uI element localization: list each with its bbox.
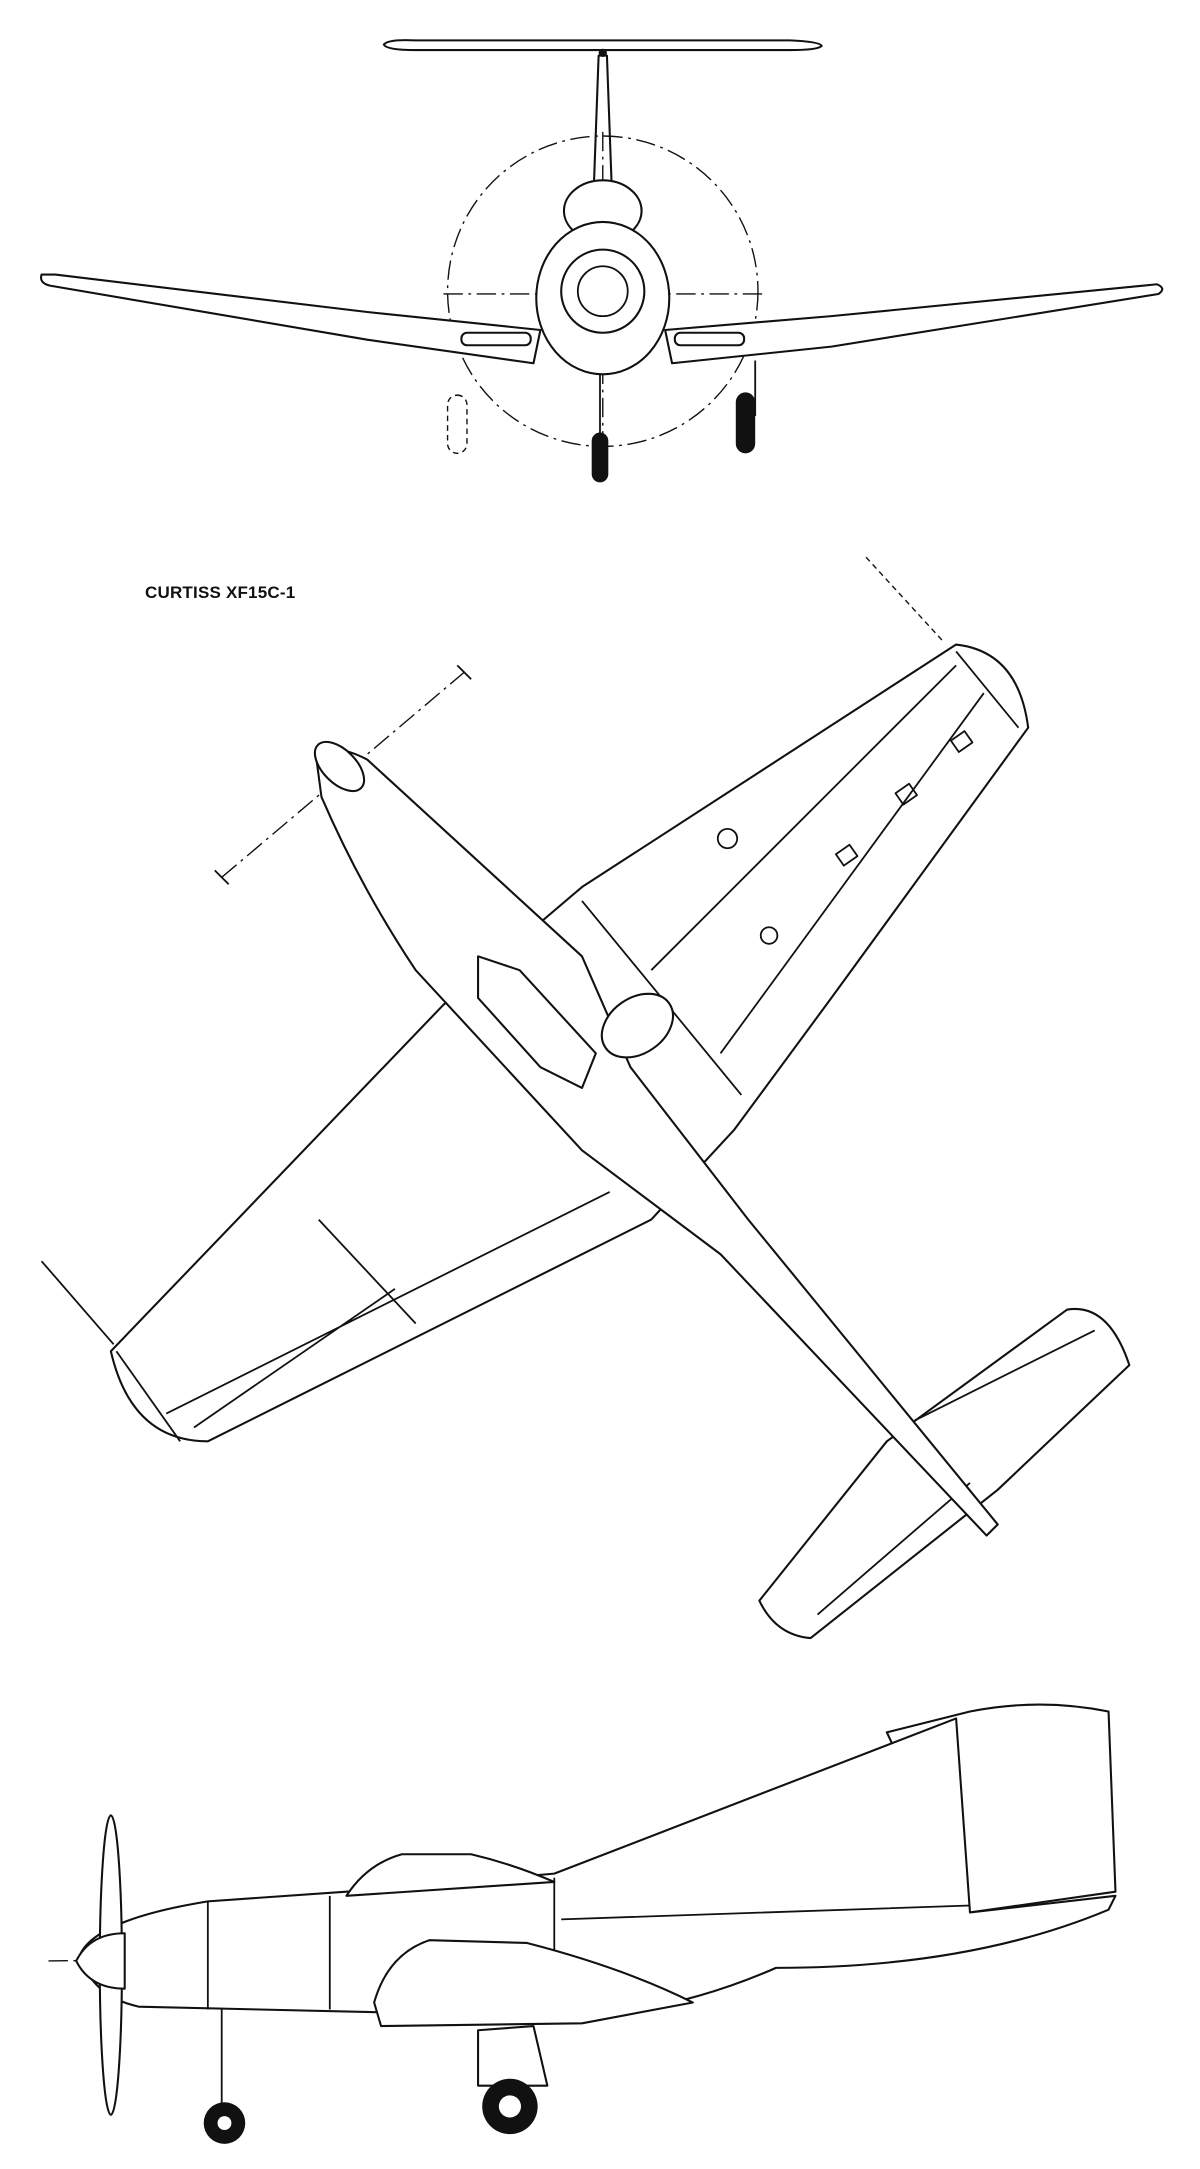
fin-tip: [598, 48, 607, 58]
side-canopy: [345, 1853, 556, 1897]
main-wheel: [735, 392, 756, 454]
top-canopy: [477, 955, 597, 1090]
left-wing-radiator: [460, 331, 532, 347]
retracted-wheel-outline: [446, 394, 468, 455]
front-left-wing: [40, 273, 542, 365]
side-view: [48, 1703, 1117, 2144]
top-nacelle: [600, 992, 674, 1059]
side-spinner: [75, 1932, 126, 1990]
top-view: [40, 556, 1131, 1640]
right-wing-radiator: [673, 331, 746, 347]
side-nacelle: [373, 1939, 694, 2028]
top-spinner: [313, 740, 366, 793]
front-horizontal-tail: [382, 39, 823, 52]
front-view: [40, 39, 1164, 483]
drawing-title: CURTISS XF15C-1: [145, 583, 296, 602]
front-intake: [560, 248, 646, 334]
front-right-wing: [664, 283, 1164, 365]
nose-wheel: [591, 432, 609, 483]
